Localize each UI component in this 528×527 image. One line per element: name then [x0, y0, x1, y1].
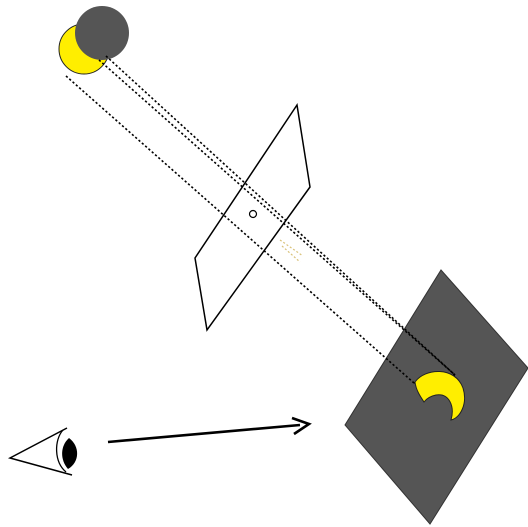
faint-rays — [280, 240, 303, 262]
ray-upper — [106, 56, 455, 375]
viewing-arrow — [108, 418, 309, 442]
light-rays — [66, 56, 455, 383]
pinhole — [250, 211, 257, 218]
eclipsed-sun — [59, 6, 129, 74]
moon-disc — [75, 6, 129, 60]
pupil — [62, 438, 77, 469]
eye-icon — [10, 428, 77, 475]
ray-lower — [66, 76, 414, 383]
ray-edge — [99, 60, 455, 375]
projection-screen — [345, 270, 528, 524]
